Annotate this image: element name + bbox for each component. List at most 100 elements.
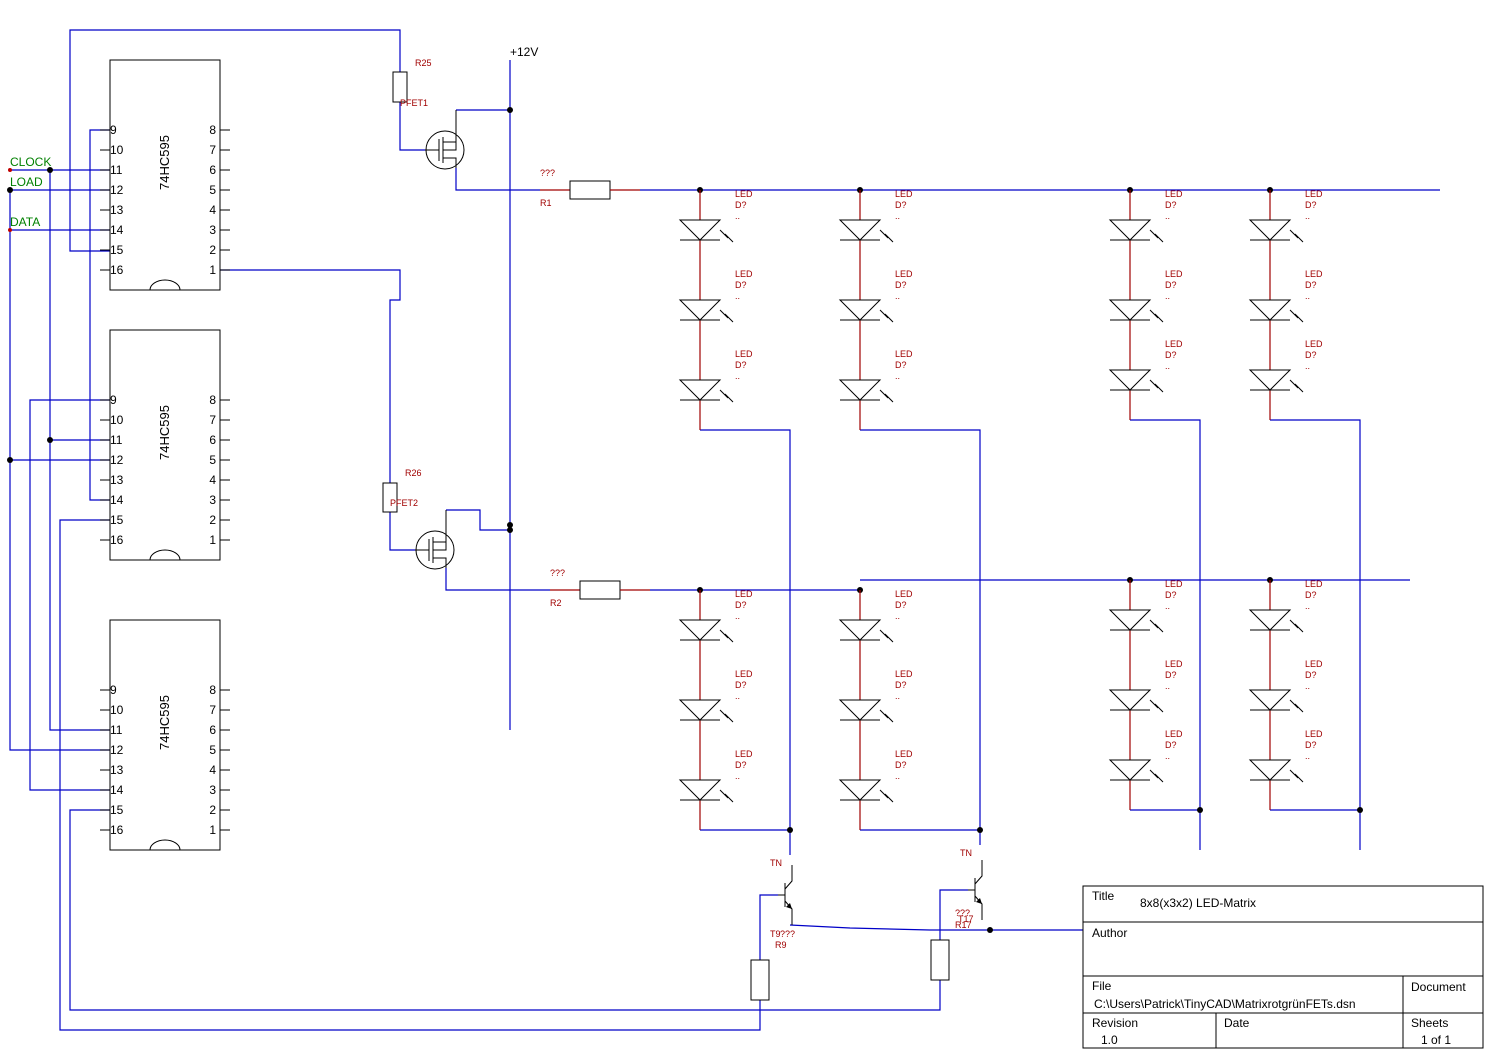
led-value-label: ..	[735, 691, 740, 701]
junction	[1197, 807, 1203, 813]
pfet2: PFET2	[390, 498, 455, 570]
led-emission-arrow	[1154, 233, 1164, 243]
net-clock-terminal	[8, 168, 12, 172]
title-block: Title 8x8(x3x2) LED-Matrix Author File C…	[1082, 885, 1484, 1049]
ic-pin-number: 3	[209, 493, 216, 507]
title-value: 8x8(x3x2) LED-Matrix	[1140, 896, 1256, 910]
ic-part-label: 74HC595	[157, 695, 172, 750]
wire-ic1-pin15-to-r25	[69, 29, 401, 252]
sheets-label: Sheets	[1411, 1016, 1448, 1030]
ic-pin-number: 1	[209, 263, 216, 277]
led-type-label: LED	[895, 269, 913, 279]
ic-pin-number: 9	[110, 393, 117, 407]
ic-pin-number: 3	[209, 223, 216, 237]
led-emission-arrow	[719, 229, 729, 239]
led-diode	[1108, 609, 1152, 631]
led-diode	[678, 699, 722, 721]
transistor-t17: TN T17	[958, 848, 983, 924]
led-emission-arrow	[1294, 703, 1304, 713]
junction	[987, 927, 993, 933]
wire-t9-base	[759, 894, 778, 960]
ic-pin-number: 5	[209, 453, 216, 467]
led-diode	[838, 379, 882, 401]
ic-pin-number: 12	[110, 743, 124, 757]
led-ref-label: D?	[895, 280, 907, 290]
net-labels: CLOCK LOAD DATA +12V	[8, 45, 538, 232]
led-emission-arrow	[1294, 383, 1304, 393]
wire-pfet1-drain-to-r1	[455, 168, 540, 191]
led-emission-arrow	[724, 233, 734, 243]
led-type-label: LED	[1165, 189, 1183, 199]
wire-12v-to-pfet2	[446, 509, 510, 531]
led-ref-label: D?	[735, 280, 747, 290]
led-diode	[838, 699, 882, 721]
led-diode	[1248, 759, 1292, 781]
ic-pin-number: 2	[209, 803, 216, 817]
ic-notch	[149, 279, 181, 291]
led-emission-arrow	[1154, 703, 1164, 713]
resistor-r17	[930, 939, 950, 981]
ic-pin-number: 13	[110, 203, 124, 217]
led-ref-label: D?	[1165, 670, 1177, 680]
led-value-label: ..	[1305, 681, 1310, 691]
net-label-data: DATA	[10, 215, 40, 229]
pfet1-body-tie	[443, 142, 457, 151]
pfet1: PFET1	[400, 98, 465, 170]
wire-col2-top-return	[860, 429, 981, 845]
led-type-label: LED	[1305, 189, 1323, 199]
document-label: Document	[1411, 980, 1466, 994]
led-ref-label: D?	[1165, 740, 1177, 750]
led-emission-arrow	[724, 393, 734, 403]
file-value: C:\Users\Patrick\TinyCAD\MatrixrotgrünFE…	[1094, 997, 1356, 1011]
led-type-label: LED	[1165, 339, 1183, 349]
led-value-label: ..	[735, 771, 740, 781]
led-value-label: ..	[1305, 361, 1310, 371]
led-diode	[1248, 689, 1292, 711]
led-ref-label: D?	[1305, 200, 1317, 210]
transistor-t17-arrow	[976, 898, 982, 904]
led-emission-arrow	[1294, 773, 1304, 783]
led-layer: LEDD?..LEDD?..LEDD?..LEDD?..LEDD?..LEDD?…	[678, 189, 1323, 830]
led-type-label: LED	[1165, 269, 1183, 279]
ic-pin-number: 16	[110, 263, 124, 277]
ic-pin-number: 10	[110, 703, 124, 717]
led-type-label: LED	[895, 349, 913, 359]
led-diode	[1108, 759, 1152, 781]
led-type-label: LED	[735, 669, 753, 679]
led-diode	[1108, 369, 1152, 391]
ic-pin-number: 15	[110, 803, 124, 817]
pfet2-body-tie	[433, 542, 447, 551]
led-emission-arrow	[719, 629, 729, 639]
resistor-r1	[569, 180, 611, 200]
led-ref-label: D?	[1305, 740, 1317, 750]
led-emission-arrow	[884, 393, 894, 403]
junction	[507, 527, 513, 533]
resistor-r1-ref: R1	[540, 198, 552, 208]
ic-part-label: 74HC595	[157, 135, 172, 190]
led-emission-arrow	[1154, 383, 1164, 393]
led-ref-label: D?	[895, 680, 907, 690]
led-emission-arrow	[1149, 379, 1159, 389]
ic-pin-number: 5	[209, 183, 216, 197]
led-emission-arrow	[1149, 699, 1159, 709]
led-diode	[838, 219, 882, 241]
led-value-label: ..	[1165, 751, 1170, 761]
led-ref-label: D?	[1165, 350, 1177, 360]
led-ref-label: D?	[735, 680, 747, 690]
led-diode	[1248, 609, 1292, 631]
led-emission-arrow	[1294, 313, 1304, 323]
led-emission-arrow	[1289, 309, 1299, 319]
led-emission-arrow	[879, 229, 889, 239]
ic-pin-number: 15	[110, 513, 124, 527]
led-diode	[1248, 299, 1292, 321]
ic-pin-number: 11	[110, 163, 123, 177]
led-emission-arrow	[719, 709, 729, 719]
led-diode	[678, 379, 722, 401]
led-value-label: ..	[1305, 601, 1310, 611]
junction	[507, 107, 513, 113]
ic-pin-number: 4	[209, 473, 216, 487]
ic-pin-number: 8	[209, 393, 216, 407]
